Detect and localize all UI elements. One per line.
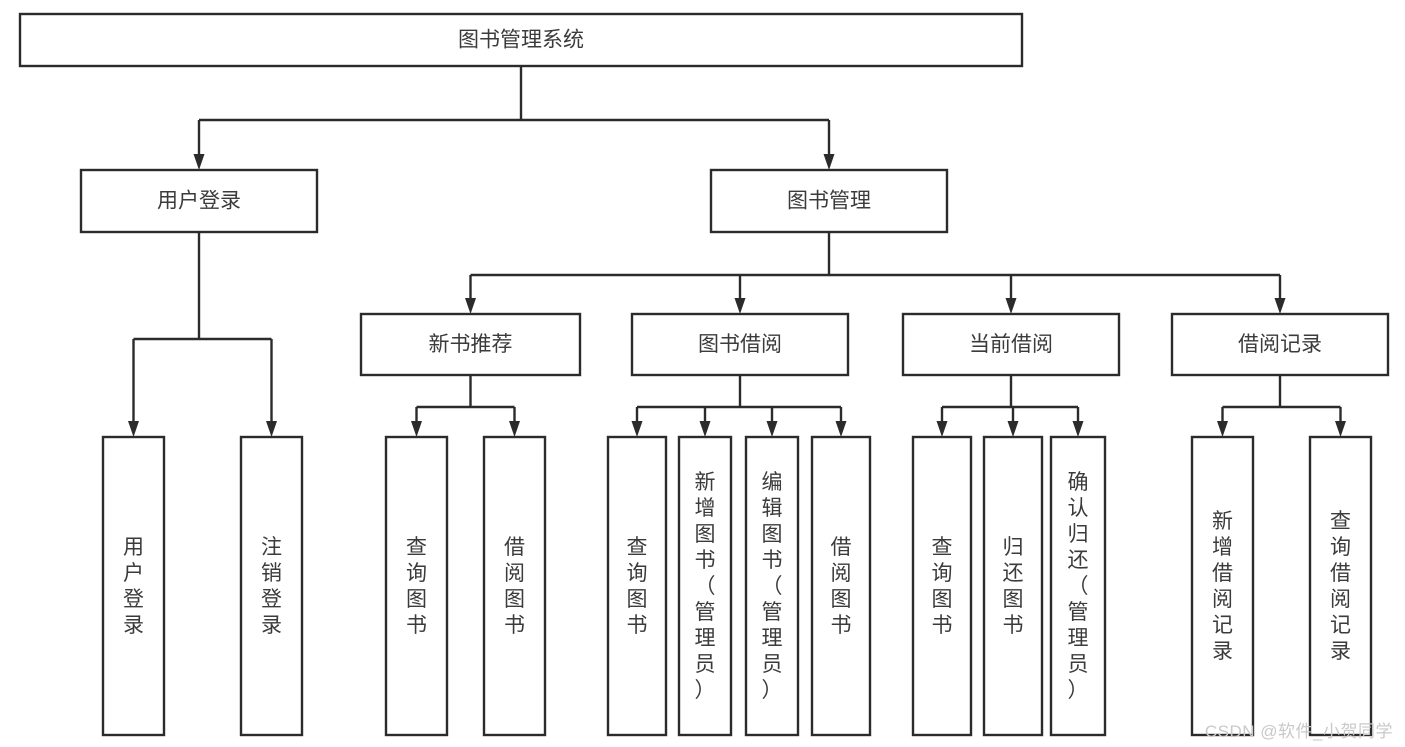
node-current-borrow-box[interactable]: [901, 312, 1121, 377]
node-leaf-user-logout[interactable]: 注销登录: [239, 435, 304, 737]
arrow-head-icon: [766, 421, 778, 437]
node-leaf-edit-book-admin-label: 编辑图书（管理员）: [762, 471, 783, 702]
node-leaf-add-borrow-record-box[interactable]: [1190, 435, 1255, 737]
node-book-borrow-label: 图书借阅: [698, 333, 782, 356]
node-leaf-query-book-borrow[interactable]: 查询图书: [606, 435, 668, 737]
connector-group-current-borrow: [936, 375, 1084, 437]
node-leaf-borrow-book-rec-box[interactable]: [482, 435, 547, 737]
connector-group-borrow-record: [1217, 375, 1346, 437]
arrow-head-icon: [1217, 421, 1228, 437]
connector-group-new-book-recommend: [411, 375, 520, 437]
node-leaf-query-borrow-record[interactable]: 查询借阅记录: [1308, 435, 1373, 737]
node-current-borrow-label: 当前借阅: [969, 333, 1053, 356]
node-book-manage-label: 图书管理: [787, 190, 871, 213]
node-book-manage-box[interactable]: [709, 168, 949, 234]
node-leaf-borrow-book[interactable]: 借阅图书: [810, 435, 872, 737]
node-book-borrow[interactable]: 图书借阅: [630, 312, 850, 377]
node-leaf-query-book-rec-box[interactable]: [384, 435, 449, 737]
node-leaf-query-book-cur-box[interactable]: [911, 435, 973, 737]
node-new-book-recommend-box[interactable]: [359, 312, 582, 377]
arrow-head-icon: [1005, 298, 1017, 314]
node-leaf-query-book-rec[interactable]: 查询图书: [384, 435, 449, 737]
arrow-head-icon: [1007, 421, 1019, 437]
arrow-head-icon: [734, 298, 746, 314]
node-leaf-confirm-return-admin-label: 确认归还（管理员）: [1068, 471, 1089, 702]
node-leaf-add-borrow-record-label: 新增借阅记录: [1212, 510, 1233, 663]
node-leaf-confirm-return-admin-box[interactable]: [1049, 435, 1107, 737]
node-leaf-user-logout-label: 注销登录: [261, 536, 282, 637]
node-leaf-borrow-book-rec-label: 借阅图书: [504, 536, 525, 637]
arrow-head-icon: [631, 421, 643, 437]
arrow-head-icon: [193, 154, 205, 170]
node-leaf-add-book-admin-box[interactable]: [677, 435, 733, 737]
connector-layer: [128, 66, 1346, 437]
node-current-borrow[interactable]: 当前借阅: [901, 312, 1121, 377]
node-leaf-borrow-book-rec[interactable]: 借阅图书: [482, 435, 547, 737]
node-leaf-return-book-label: 归还图书: [1003, 536, 1024, 637]
arrow-head-icon: [509, 421, 520, 437]
node-leaf-borrow-book-box[interactable]: [810, 435, 872, 737]
node-borrow-record-box[interactable]: [1170, 312, 1390, 377]
arrow-head-icon: [411, 421, 422, 437]
node-borrow-record[interactable]: 借阅记录: [1170, 312, 1390, 377]
node-leaf-user-login-label: 用户登录: [123, 536, 144, 637]
arrow-head-icon: [266, 421, 277, 437]
node-leaf-add-borrow-record[interactable]: 新增借阅记录: [1190, 435, 1255, 737]
node-borrow-record-label: 借阅记录: [1238, 333, 1322, 356]
node-leaf-user-login[interactable]: 用户登录: [101, 435, 166, 737]
node-book-borrow-box[interactable]: [630, 312, 850, 377]
connector-group-book-manage: [465, 232, 1286, 314]
node-root-system[interactable]: 图书管理系统: [18, 12, 1024, 68]
node-leaf-add-book-admin-label: 新增图书（管理员）: [695, 471, 716, 702]
arrow-head-icon: [1072, 421, 1084, 437]
node-leaf-query-book-cur[interactable]: 查询图书: [911, 435, 973, 737]
node-leaf-borrow-book-label: 借阅图书: [831, 536, 852, 637]
connector-group-book-borrow: [631, 375, 847, 437]
node-leaf-edit-book-admin[interactable]: 编辑图书（管理员）: [744, 435, 800, 737]
node-leaf-edit-book-admin-box[interactable]: [744, 435, 800, 737]
arrow-head-icon: [128, 421, 139, 437]
node-user-login-label: 用户登录: [157, 190, 241, 213]
arrow-head-icon: [835, 421, 847, 437]
node-book-manage[interactable]: 图书管理: [709, 168, 949, 234]
node-new-book-recommend[interactable]: 新书推荐: [359, 312, 582, 377]
connector-group-root: [193, 66, 835, 170]
node-leaf-add-book-admin[interactable]: 新增图书（管理员）: [677, 435, 733, 737]
arrow-head-icon: [699, 421, 711, 437]
node-leaf-query-book-borrow-box[interactable]: [606, 435, 668, 737]
node-leaf-query-borrow-record-box[interactable]: [1308, 435, 1373, 737]
node-leaf-query-borrow-record-label: 查询借阅记录: [1330, 510, 1351, 663]
connector-group-user-login: [128, 232, 277, 437]
node-new-book-recommend-label: 新书推荐: [429, 333, 513, 356]
node-leaf-query-book-borrow-label: 查询图书: [627, 536, 648, 637]
node-layer: 图书管理系统用户登录图书管理新书推荐图书借阅当前借阅借阅记录用户登录注销登录查询…: [18, 12, 1390, 737]
arrow-head-icon: [936, 421, 948, 437]
arrow-head-icon: [823, 154, 835, 170]
arrow-head-icon: [1274, 298, 1286, 314]
node-leaf-query-book-cur-label: 查询图书: [932, 536, 953, 637]
arrow-head-icon: [1335, 421, 1346, 437]
node-root-system-label: 图书管理系统: [458, 29, 584, 52]
node-user-login-box[interactable]: [79, 168, 319, 234]
node-leaf-return-book[interactable]: 归还图书: [982, 435, 1044, 737]
node-user-login[interactable]: 用户登录: [79, 168, 319, 234]
node-leaf-user-logout-box[interactable]: [239, 435, 304, 737]
node-root-system-box[interactable]: [18, 12, 1024, 68]
node-leaf-return-book-box[interactable]: [982, 435, 1044, 737]
node-leaf-query-book-rec-label: 查询图书: [406, 536, 427, 637]
node-leaf-confirm-return-admin[interactable]: 确认归还（管理员）: [1049, 435, 1107, 737]
node-leaf-user-login-box[interactable]: [101, 435, 166, 737]
arrow-head-icon: [465, 298, 476, 314]
